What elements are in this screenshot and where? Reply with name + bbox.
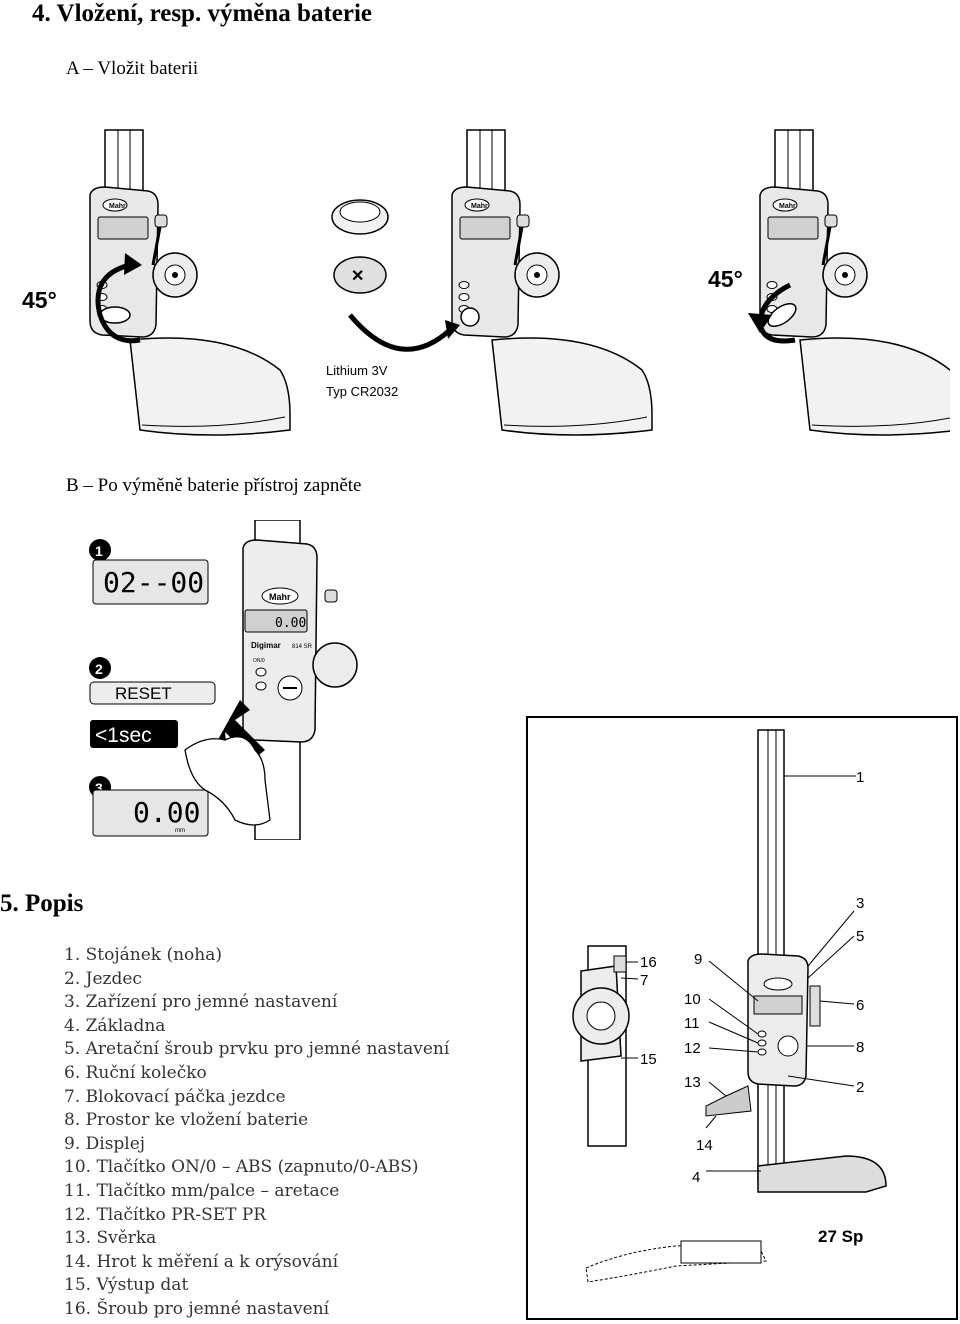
battery-line-1: Lithium 3V (326, 363, 388, 378)
device-display: 0.00 (275, 616, 306, 631)
diagram-label-9: 9 (694, 951, 702, 968)
diagram-label-13: 13 (684, 1074, 701, 1091)
step-1-display: 02--00 (103, 566, 204, 599)
list-item: 15. Výstup dat (64, 1275, 189, 1296)
section-5-heading: 5. Popis (0, 890, 84, 917)
list-item: 3. Zařízení pro jemné nastavení (64, 992, 338, 1013)
diagram-label-11: 11 (684, 1015, 700, 1032)
step-2-label: RESET (115, 684, 172, 703)
diagram-label-5: 5 (856, 928, 864, 945)
diagram-label-4: 4 (692, 1169, 700, 1186)
step-3-unit: mm (175, 828, 185, 834)
diagram-label-7: 7 (640, 972, 648, 989)
angle-label-right: 45° (708, 266, 743, 292)
step-3-display: 0.00 (133, 796, 200, 829)
diagram-label-15: 15 (640, 1051, 657, 1068)
diagram-label-2: 2 (856, 1079, 864, 1096)
parts-list: 1. Stojánek (noha) 2. Jezdec 3. Zařízení… (64, 944, 449, 1322)
figure-parts-diagram: 1 3 5 6 8 2 9 10 11 12 13 14 4 16 7 15 2… (526, 716, 958, 1320)
list-item: 13. Svěrka (64, 1228, 157, 1249)
diagram-label-6: 6 (856, 997, 864, 1014)
list-item: 16. Šroub pro jemné nastavení (64, 1298, 330, 1319)
figure-power-on: 1 02--00 2 RESET <1sec 3 0.00 mm Mahr 0.… (85, 520, 375, 840)
diagram-label-12: 12 (684, 1040, 701, 1057)
caption-a: A – Vložit baterii (66, 58, 199, 79)
figure-battery-insert: Mahr 45° ✕ Lithium 3V Typ CR2032 45° (20, 125, 950, 455)
list-item: 2. Jezdec (64, 968, 142, 989)
diagram-label-14: 14 (696, 1137, 713, 1154)
battery-line-2: Typ CR2032 (326, 384, 398, 399)
diagram-label-3: 3 (856, 895, 864, 912)
list-item: 6. Ruční kolečko (64, 1062, 207, 1083)
list-item: 9. Displej (64, 1133, 146, 1154)
list-item: 11. Tlačítko mm/palce – aretace (64, 1180, 340, 1201)
step-2-number: 2 (95, 661, 103, 677)
diagram-label-1: 1 (856, 769, 864, 786)
list-item: 7. Blokovací páčka jezdce (64, 1086, 286, 1107)
svg-text:✕: ✕ (351, 268, 364, 285)
device-model-name: Digimar (251, 641, 281, 650)
caption-b: B – Po výměně baterie přístroj zapněte (66, 475, 362, 496)
list-item: 8. Prostor ke vložení baterie (64, 1110, 309, 1131)
device-on-label: ON/0 (253, 658, 265, 664)
list-item: 1. Stojánek (noha) (64, 945, 222, 965)
diagram-label-8: 8 (856, 1039, 864, 1056)
list-item: 4. Základna (64, 1015, 166, 1036)
diagram-label-10: 10 (684, 991, 701, 1008)
step-2-time: <1sec (95, 724, 152, 747)
probe-label: 27 Sp (818, 1227, 863, 1246)
step-3-number: 3 (95, 780, 103, 796)
device-model-no: 814 SR (292, 644, 313, 650)
device-brand: Mahr (269, 592, 291, 602)
angle-label-left: 45° (22, 287, 57, 313)
step-1-number: 1 (95, 543, 103, 559)
section-4-heading: 4. Vložení, resp. výměna baterie (32, 0, 373, 27)
list-item: 14. Hrot k měření a k orýsování (64, 1251, 339, 1272)
diagram-label-16: 16 (640, 954, 657, 971)
list-item: 10. Tlačítko ON/0 – ABS (zapnuto/0-ABS) (64, 1157, 419, 1178)
list-item: 5. Aretační šroub prvku pro jemné nastav… (64, 1039, 450, 1060)
list-item: 12. Tlačítko PR-SET PR (64, 1204, 267, 1225)
